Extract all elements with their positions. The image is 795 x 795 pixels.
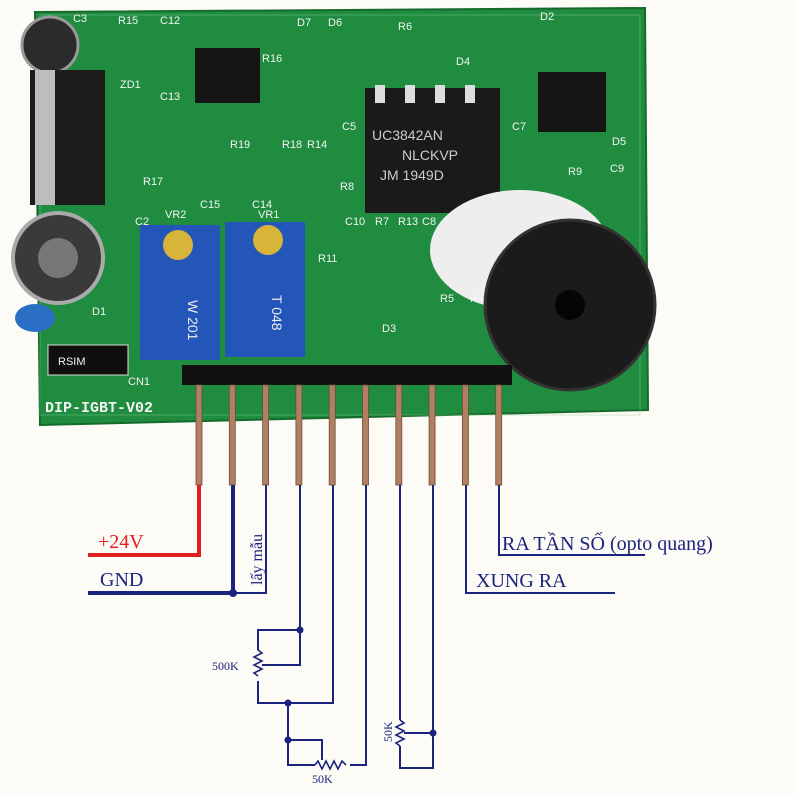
wire-freq-out <box>498 485 645 556</box>
svg-text:VR2: VR2 <box>165 209 186 221</box>
svg-text:R14: R14 <box>307 139 327 151</box>
header-pin <box>328 384 336 486</box>
pot-vr2: W 201 <box>140 225 220 360</box>
svg-text:C12: C12 <box>160 15 180 27</box>
wire-24v <box>88 485 201 557</box>
chip-uc3842: UC3842AN NLCKVP JM 1949D <box>365 85 500 213</box>
svg-text:D3: D3 <box>382 323 396 335</box>
ic-smd-right <box>538 72 606 132</box>
header-pin <box>395 384 403 486</box>
junction-dots <box>229 589 437 744</box>
svg-text:NLCKVP: NLCKVP <box>402 147 458 163</box>
svg-text:R19: R19 <box>230 139 250 151</box>
capacitor-blue <box>15 304 55 332</box>
silkscreen-labels: C3 R15 C12 D7 D6 R6 D2 ZD1 R16 D4 C13 C5… <box>73 11 626 388</box>
svg-text:W 201: W 201 <box>185 300 201 341</box>
svg-text:R4: R4 <box>470 293 484 305</box>
svg-text:VR1: VR1 <box>258 209 279 221</box>
svg-text:R9: R9 <box>568 166 582 178</box>
ic-smd-left <box>195 48 260 103</box>
diode-d1-smd <box>47 344 129 376</box>
header-pin <box>295 384 303 486</box>
header-pin <box>461 384 469 486</box>
header-pin <box>262 384 270 486</box>
header-pins <box>195 384 503 486</box>
label-24v: +24V <box>98 531 144 553</box>
rsim-label: RSIM <box>58 356 86 368</box>
label-gnd: GND <box>100 569 143 591</box>
svg-text:C3: C3 <box>73 13 87 25</box>
svg-text:C9: C9 <box>610 163 624 175</box>
resistor-50k-h <box>314 759 347 771</box>
svg-text:D2: D2 <box>540 11 554 23</box>
capacitor-c3 <box>20 15 80 75</box>
svg-text:D7: D7 <box>297 17 311 29</box>
svg-text:R18: R18 <box>282 139 302 151</box>
pcb-board: RSIM UC3842AN NLCKVP JM 1949D W 201 T 04… <box>11 6 657 427</box>
svg-text:C5: C5 <box>342 121 356 133</box>
label-pulse-out: XUNG RA <box>476 570 567 592</box>
pin-header-cn1 <box>182 365 512 385</box>
svg-text:CN1: CN1 <box>128 376 150 388</box>
svg-text:C2: C2 <box>135 216 149 228</box>
wire-pulse-out <box>465 485 615 594</box>
wire-pin4 <box>257 485 334 704</box>
svg-text:D1: D1 <box>92 306 106 318</box>
label-r50k-v: 50K <box>381 721 395 742</box>
header-pin <box>195 384 203 486</box>
svg-text:D5: D5 <box>612 136 626 148</box>
label-freq-out: RA TẦN SỐ (opto quang) <box>502 531 713 555</box>
svg-text:R17: R17 <box>143 176 163 188</box>
wire-sample <box>233 485 267 594</box>
wiring <box>88 485 645 771</box>
resistor-500k <box>252 649 264 677</box>
svg-text:R8: R8 <box>340 181 354 193</box>
svg-text:C10: C10 <box>345 216 365 228</box>
svg-text:R5: R5 <box>440 293 454 305</box>
svg-text:C7: C7 <box>512 121 526 133</box>
svg-text:R11: R11 <box>318 253 337 265</box>
svg-text:C15: C15 <box>200 199 220 211</box>
pot-vr1: T 048 <box>225 222 305 357</box>
svg-text:R16: R16 <box>262 53 282 65</box>
svg-text:D6: D6 <box>328 17 342 29</box>
svg-text:JM 1949D: JM 1949D <box>380 167 444 183</box>
svg-text:T 048: T 048 <box>269 295 285 331</box>
board-name: DIP-IGBT-V02 <box>45 400 153 417</box>
header-pin <box>495 384 503 486</box>
svg-text:UC3842AN: UC3842AN <box>372 127 443 143</box>
resistor-50k-v <box>394 719 406 747</box>
header-pin <box>228 384 236 486</box>
wire-pin6 <box>287 485 367 766</box>
wire-pin7-8 <box>399 485 434 769</box>
svg-text:R15: R15 <box>118 15 138 27</box>
label-sample: lấy mẫu <box>249 534 266 585</box>
svg-text:C14: C14 <box>252 199 272 211</box>
header-pin <box>362 384 369 486</box>
svg-text:C13: C13 <box>160 91 180 103</box>
svg-text:R13: R13 <box>398 216 418 228</box>
label-r50k-h: 50K <box>312 772 333 786</box>
svg-text:ZD1: ZD1 <box>120 79 141 91</box>
header-pin <box>428 384 436 486</box>
label-r500k: 500K <box>212 659 239 673</box>
svg-text:R6: R6 <box>398 21 412 33</box>
svg-text:C8: C8 <box>422 216 436 228</box>
svg-text:D4: D4 <box>456 56 470 68</box>
svg-text:R7: R7 <box>375 216 389 228</box>
